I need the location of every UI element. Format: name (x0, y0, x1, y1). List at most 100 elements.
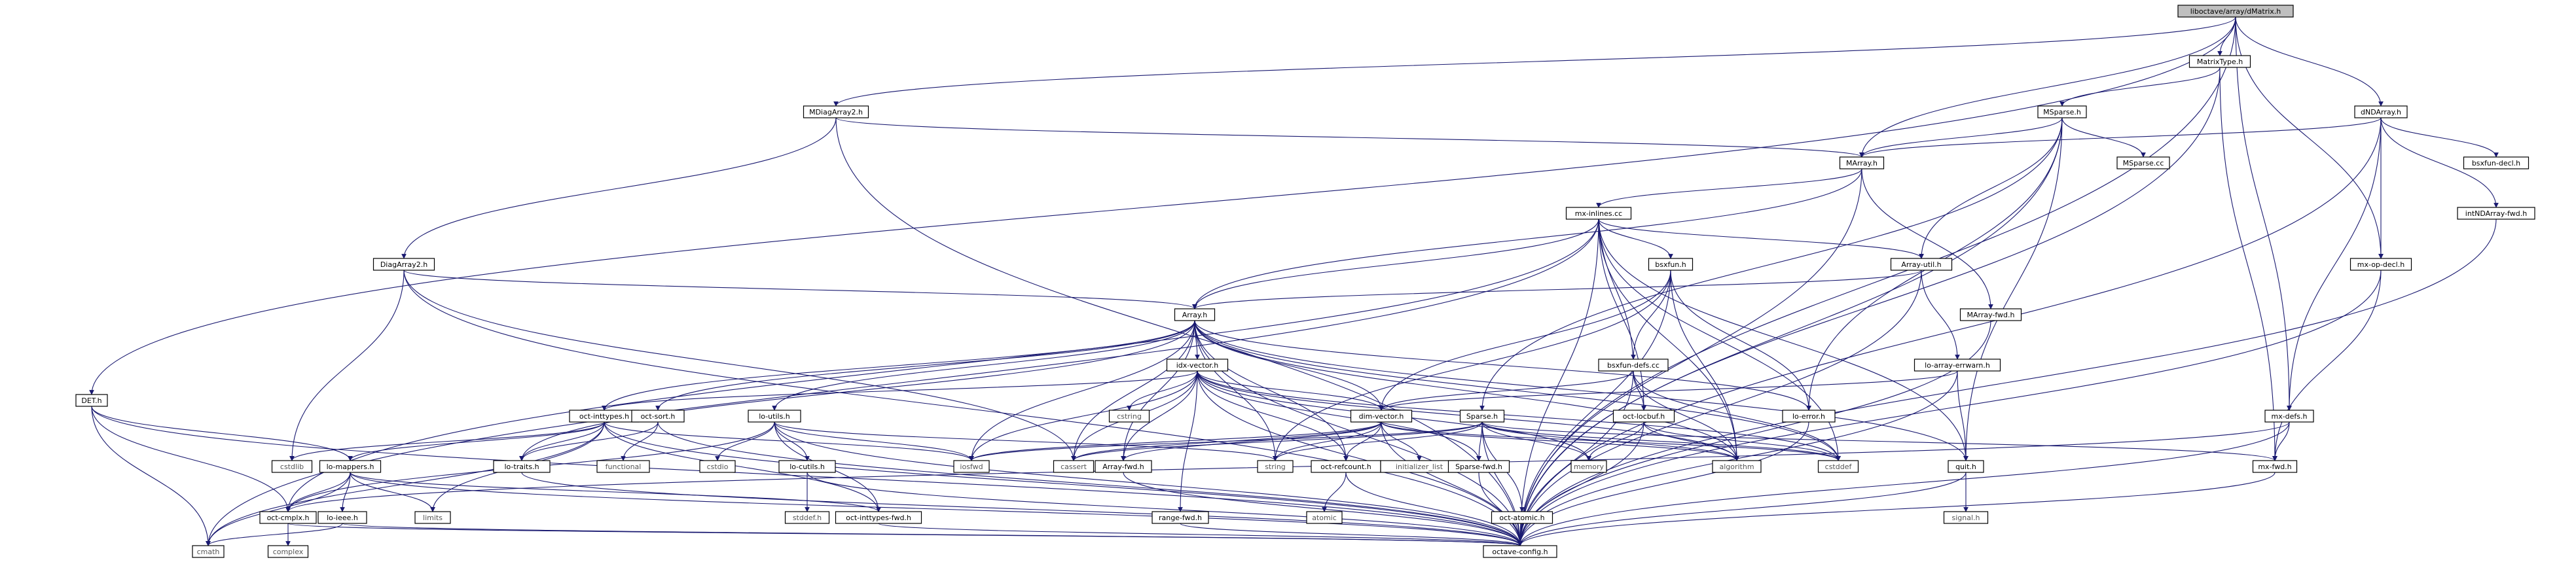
node-label-atomic: atomic (1312, 514, 1337, 522)
node-octrefcount[interactable]: oct-refcount.h (1311, 460, 1381, 473)
edge-array-to-dimvector (1194, 320, 1384, 411)
node-box-complex (267, 545, 309, 558)
node-octsort[interactable]: oct-sort.h (631, 410, 685, 423)
node-label-octinttypes: oct-inttypes.h (579, 412, 629, 421)
edge-octinttypes-to-iosfwd (604, 421, 974, 461)
node-label-octlocbuf: oct-locbuf.h (1623, 412, 1665, 421)
node-locutils[interactable]: lo-cutils.h (778, 460, 836, 473)
node-octcmplx[interactable]: oct-cmplx.h (259, 511, 317, 524)
edge-octatomic-to-octaveconfig (1517, 523, 1523, 546)
node-arrayutil[interactable]: Array-util.h (1890, 258, 1953, 271)
edge-dndarray-to-marray (1859, 117, 2382, 158)
node-array[interactable]: Array.h (1174, 308, 1216, 321)
node-diagarray2[interactable]: DiagArray2.h (372, 258, 435, 271)
edge-marray-to-mxinlines (1596, 168, 1862, 208)
node-intnd[interactable]: intNDArray-fwd.h (2457, 207, 2535, 220)
node-box-signal (1943, 511, 1989, 524)
edge-loutils-to-iosfwd (774, 421, 974, 461)
edge-mdiag-to-marray (835, 117, 1864, 158)
node-box-rangefwd (1152, 511, 1209, 524)
node-algorithm: algorithm (1712, 460, 1762, 473)
edge-sparse-to-sparsefwd (1476, 421, 1483, 461)
node-dndarray[interactable]: dNDArray.h (2354, 105, 2408, 118)
node-label-octcmplx: oct-cmplx.h (267, 514, 310, 522)
node-arrayfwd[interactable]: Array-fwd.h (1095, 460, 1152, 473)
node-label-arrayutil: Array-util.h (1901, 260, 1941, 269)
edge-array-to-algorithm (1194, 320, 1739, 461)
edge-msparse-to-sparse (1479, 117, 2063, 411)
node-bsxfun[interactable]: bsxfun.h (1648, 258, 1694, 271)
node-sparse[interactable]: Sparse.h (1459, 410, 1505, 423)
node-det[interactable]: DET.h (75, 394, 108, 407)
edge-mxinlines-to-cmath (206, 219, 1599, 546)
node-box-arrayutil (1890, 258, 1953, 271)
node-idxvector[interactable]: idx-vector.h (1166, 359, 1229, 372)
node-label-quit: quit.h (1955, 463, 1976, 471)
edge-bsxfun-to-algorithm (1670, 270, 1739, 461)
node-mxdefs[interactable]: mx-defs.h (2264, 410, 2314, 423)
node-label-arrayfwd: Array-fwd.h (1102, 463, 1144, 471)
node-loieee[interactable]: lo-ieee.h (317, 511, 367, 524)
node-mxfwd[interactable]: mx-fwd.h (2252, 460, 2298, 473)
edge-detmappers-to-cmath (206, 472, 351, 546)
node-marrayfwd[interactable]: MArray-fwd.h (1959, 308, 2022, 321)
node-box-functional (596, 460, 650, 473)
node-cmath: cmath (192, 545, 225, 558)
node-msparsecc[interactable]: MSparse.cc (2116, 156, 2170, 169)
node-label-matrixtype: MatrixType.h (2197, 58, 2243, 66)
node-box-algorithm (1712, 460, 1762, 473)
edge-mxinlines-to-array (1192, 219, 1599, 309)
node-octinttypesfwd[interactable]: oct-inttypes-fwd.h (835, 511, 922, 524)
node-loarrayerrwarn[interactable]: lo-array-errwarn.h (1914, 359, 2001, 372)
edge-det-to-detmappers (91, 406, 353, 461)
edge-octsort-to-lotraits (519, 421, 659, 461)
node-loutils[interactable]: lo-utils.h (748, 410, 801, 423)
node-string: string (1257, 460, 1294, 473)
node-quit[interactable]: quit.h (1948, 460, 1984, 473)
node-box-msparse (2037, 105, 2087, 118)
node-matrixtype[interactable]: MatrixType.h (2188, 55, 2251, 68)
node-octinttypes[interactable]: oct-inttypes.h (569, 410, 640, 423)
edge-sparse-to-cassert (1071, 421, 1483, 461)
node-box-sparsefwd (1447, 460, 1510, 473)
node-detmappers[interactable]: lo-mappers.h (319, 460, 382, 473)
edge-mxfwd-to-octaveconfig (1517, 472, 2276, 546)
node-octatomic[interactable]: oct-atomic.h (1491, 511, 1553, 524)
edge-marray-to-octaveconfig (1517, 168, 1862, 546)
edge-root-to-mdiag (833, 16, 2236, 107)
edge-dimvector-to-arrayfwd (1121, 421, 1382, 461)
node-label-bsxdefs: bsxfun-defs.cc (1607, 361, 1660, 370)
node-label-intnd: intNDArray-fwd.h (2465, 209, 2527, 218)
edge-bsxfun-to-string (1273, 270, 1671, 461)
node-marray[interactable]: MArray.h (1839, 156, 1885, 169)
edge-dndarray-to-octaveconfig (1517, 117, 2382, 546)
node-box-array (1174, 308, 1216, 321)
node-box-octsort (631, 410, 685, 423)
node-lotraits[interactable]: lo-traits.h (493, 460, 551, 473)
edge-mxinlines-to-bsxfun (1598, 219, 1673, 259)
node-mxinlines[interactable]: mx-inlines.cc (1565, 207, 1632, 220)
node-loerror[interactable]: lo-error.h (1782, 410, 1836, 423)
node-octlocbuf[interactable]: oct-locbuf.h (1612, 410, 1675, 423)
edge-mxinlines-to-quit (1598, 219, 1968, 461)
node-mxopdecl[interactable]: mx-op-decl.h (2349, 258, 2412, 271)
node-limits: limits (414, 511, 451, 524)
node-label-cstring: cstring (1117, 412, 1142, 421)
node-box-limits (414, 511, 451, 524)
edge-mxinlines-to-arrayutil (1598, 219, 1924, 259)
node-bsxdefs[interactable]: bsxfun-defs.cc (1598, 359, 1669, 372)
node-dimvector[interactable]: dim-vector.h (1350, 410, 1413, 423)
node-complex: complex (267, 545, 309, 558)
node-mdiag[interactable]: MDiagArray2.h (803, 105, 869, 118)
node-bsxdecl[interactable]: bsxfun-decl.h (2463, 156, 2530, 169)
node-octaveconfig[interactable]: octave-config.h (1483, 545, 1557, 558)
node-root[interactable]: liboctave/array/dMatrix.h (2177, 5, 2294, 18)
edge-idxvector-to-cstddef (1197, 370, 1841, 461)
node-sparsefwd[interactable]: Sparse-fwd.h (1447, 460, 1510, 473)
edge-arrayfwd-to-octaveconfig (1123, 472, 1523, 546)
node-rangefwd[interactable]: range-fwd.h (1152, 511, 1209, 524)
node-msparse[interactable]: MSparse.h (2037, 105, 2087, 118)
node-box-sparse (1459, 410, 1505, 423)
node-initlist: initializer_list (1380, 460, 1459, 473)
node-box-octinttypesfwd (835, 511, 922, 524)
